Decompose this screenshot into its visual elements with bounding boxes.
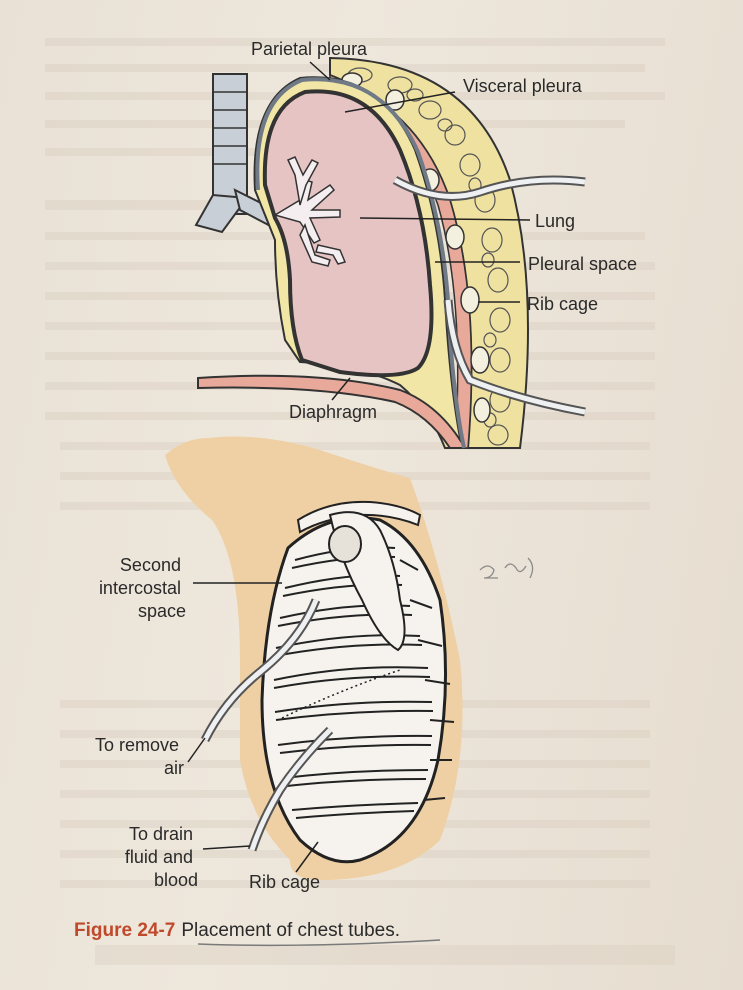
caption-underline [197,939,441,947]
label-to-remove-air: To remove air [95,735,184,778]
pleura-cross-section [194,56,586,449]
bronchial-tree [273,156,347,267]
figure-number: Figure 24-7 [74,920,176,941]
leader-lines-bottom [187,582,319,873]
humeral-head [328,525,362,563]
leader-lines-top [309,61,531,401]
label-lung: Lung [535,211,575,231]
handwritten-mark [479,557,534,579]
label-visceral-pleura: Visceral pleura [463,76,583,96]
label-to-drain: To drain fluid and blood [125,824,198,890]
figure-caption-text: Placement of chest tubes. [181,920,400,941]
label-parietal-pleura: Parietal pleura [251,39,368,59]
label-rib-cage-bottom: Rib cage [249,872,320,892]
label-rib-cage-top: Rib cage [527,294,598,314]
lung-region [262,89,434,378]
costal-spine-edge [399,559,455,801]
diaphragm-band [197,374,467,449]
rib-cross-sections [341,72,491,423]
label-pleural-space: Pleural space [528,254,637,274]
chest-illustration [165,436,463,880]
parietal-pleura-line [255,77,466,449]
label-second-intercostal: Second intercostal space [99,555,186,621]
label-diaphragm: Diaphragm [289,402,377,422]
